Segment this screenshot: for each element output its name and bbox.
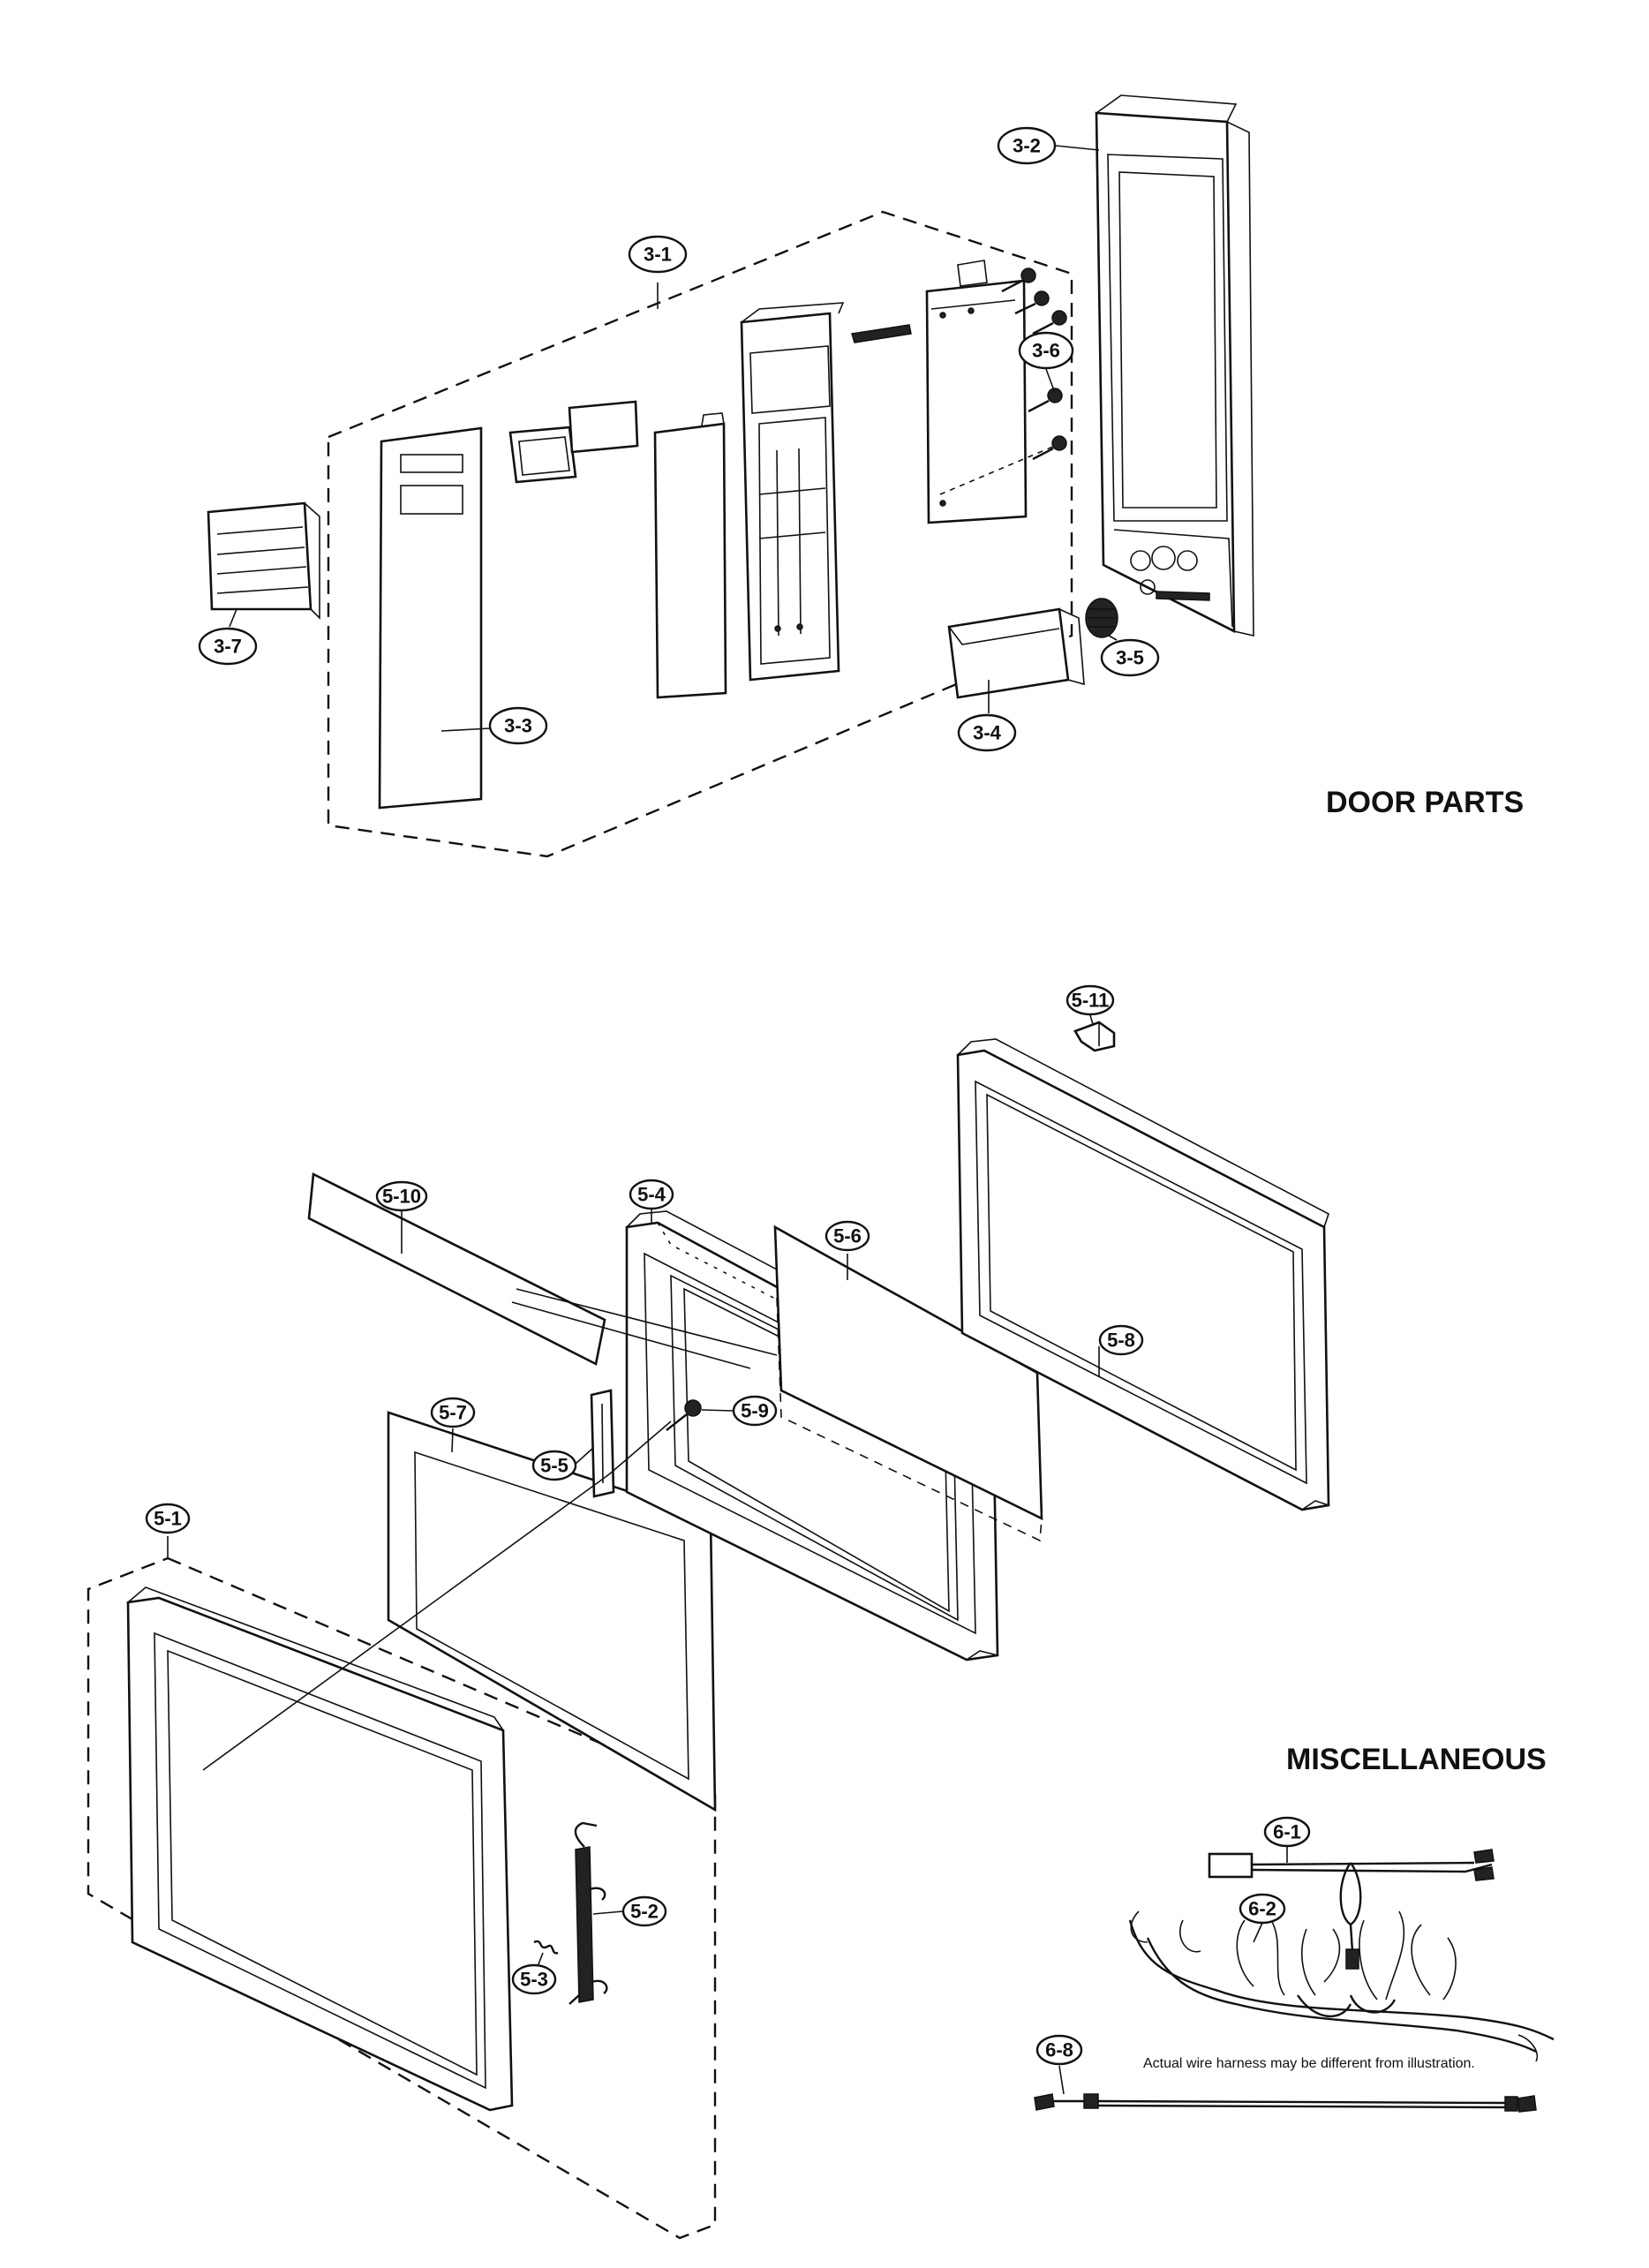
part-insulation-sheet xyxy=(653,412,727,699)
callout-3-2: 3-2 xyxy=(997,126,1100,165)
svg-text:3-7: 3-7 xyxy=(214,636,242,658)
part-5-1-door-frame xyxy=(126,1586,514,2112)
part-control-frame xyxy=(740,302,845,682)
callout-3-5: 3-5 xyxy=(1100,635,1160,677)
svg-text:3-2: 3-2 xyxy=(1013,135,1041,157)
callout-5-5: 5-5 xyxy=(531,1447,594,1481)
svg-text:6-1: 6-1 xyxy=(1273,1821,1301,1843)
svg-text:3-1: 3-1 xyxy=(644,244,672,266)
part-connector-bar xyxy=(851,324,912,343)
harness-note: Actual wire harness may be different fro… xyxy=(1143,2056,1475,2071)
section-title-miscellaneous: MISCELLANEOUS xyxy=(1286,1743,1547,1776)
callout-3-1: 3-1 xyxy=(628,235,688,309)
part-3-6-screws xyxy=(1001,267,1067,461)
callout-6-2: 6-2 xyxy=(1239,1893,1286,1943)
callout-5-11: 5-11 xyxy=(1065,984,1115,1025)
svg-text:3-4: 3-4 xyxy=(973,722,1002,744)
part-5-6-sheet xyxy=(773,1224,1043,1542)
callout-5-9: 5-9 xyxy=(701,1395,778,1427)
callout-6-1: 6-1 xyxy=(1263,1816,1311,1863)
svg-text:3-3: 3-3 xyxy=(504,715,532,737)
svg-text:5-11: 5-11 xyxy=(1072,990,1110,1012)
callout-6-8: 6-8 xyxy=(1035,2034,1083,2095)
svg-text:6-8: 6-8 xyxy=(1045,2039,1073,2061)
svg-text:5-6: 5-6 xyxy=(833,1225,862,1247)
callout-5-2: 5-2 xyxy=(592,1895,667,1927)
callout-3-4: 3-4 xyxy=(957,680,1017,752)
svg-text:5-3: 5-3 xyxy=(520,1969,548,1991)
svg-text:5-9: 5-9 xyxy=(741,1400,769,1422)
part-5-8-outer-frame xyxy=(956,1038,1330,1511)
part-3-3-panel-film xyxy=(378,426,483,810)
part-5-11-clip xyxy=(1073,1021,1116,1052)
door-assembly-group xyxy=(87,1021,1330,2240)
callout-5-8: 5-8 xyxy=(1098,1324,1144,1377)
svg-text:3-5: 3-5 xyxy=(1116,647,1144,669)
callout-5-1: 5-1 xyxy=(145,1503,191,1558)
part-3-5-spring xyxy=(1085,598,1118,638)
guide-lines xyxy=(202,1288,778,1771)
part-3-7-key-cover xyxy=(207,501,320,620)
part-5-5-bracket xyxy=(590,1389,615,1498)
callout-5-10: 5-10 xyxy=(375,1180,428,1254)
assembly-3-1-outline xyxy=(327,210,1073,858)
part-display-window xyxy=(508,400,639,484)
part-5-9-screw xyxy=(666,1399,702,1431)
control-panel-group xyxy=(207,94,1254,858)
callout-5-6: 5-6 xyxy=(824,1220,870,1280)
callout-5-3: 5-3 xyxy=(511,1952,557,1995)
part-5-3-spring xyxy=(533,1940,559,1955)
wire-harness-6-8 xyxy=(1034,2093,1537,2113)
callout-3-6: 3-6 xyxy=(1018,331,1074,394)
svg-text:5-10: 5-10 xyxy=(382,1186,421,1208)
part-control-pcb xyxy=(925,260,1056,524)
svg-text:5-5: 5-5 xyxy=(540,1455,568,1477)
part-3-4-door-button xyxy=(947,607,1085,699)
callout-5-7: 5-7 xyxy=(430,1397,476,1453)
svg-text:5-8: 5-8 xyxy=(1107,1330,1135,1352)
part-5-2-latch-hooks xyxy=(568,1821,608,2005)
assembly-5-1-outline xyxy=(87,1556,717,2240)
section-title-door-parts: DOOR PARTS xyxy=(1326,786,1524,819)
part-5-10-film-strip xyxy=(307,1172,606,1366)
callout-5-4: 5-4 xyxy=(629,1179,674,1223)
svg-text:5-2: 5-2 xyxy=(630,1901,659,1923)
part-3-2-panel-frame xyxy=(1095,94,1254,637)
callout-3-3: 3-3 xyxy=(440,706,548,745)
svg-text:3-6: 3-6 xyxy=(1032,340,1060,362)
wire-harness-6-1 xyxy=(1208,1849,1495,1970)
svg-text:6-2: 6-2 xyxy=(1248,1898,1276,1920)
svg-text:5-7: 5-7 xyxy=(439,1402,467,1424)
wire-harness-6-2 xyxy=(1128,1910,1555,2062)
callout-3-7: 3-7 xyxy=(198,608,258,666)
svg-text:5-4: 5-4 xyxy=(637,1184,666,1206)
svg-text:5-1: 5-1 xyxy=(154,1508,182,1530)
